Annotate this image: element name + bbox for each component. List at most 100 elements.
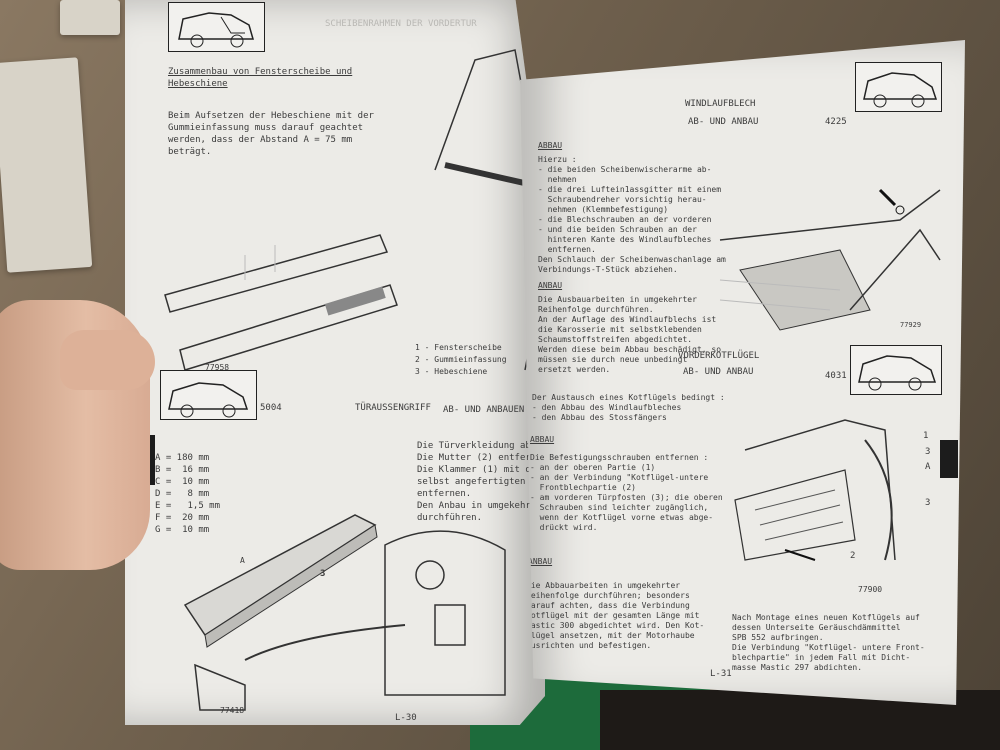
text-line: Mastic 300 abgedichtet wird. Den Kot- [526,621,705,630]
text-line: Den Schlauch der Scheibenwaschanlage am [538,255,726,264]
step-line: selbst angefertigten Werkzeuges [417,477,545,487]
thumb [60,330,155,390]
text-line: Die Abbauarbeiten in umgekehrter [526,581,681,590]
text-line: - den Abbau des Windlaufbleches [532,403,682,412]
section-code: 4225 [825,117,847,127]
figure-label: 3 [320,569,326,579]
section-subtitle: AB- UND ANBAU [688,117,759,127]
text-line: - an der oberen Partie (1) [530,463,656,472]
text-line: Hierzu : [538,155,577,164]
text-line: entfernen. [538,245,596,254]
text-line: ausrichten und befestigen. [526,641,652,650]
subheading: ANBAU [538,281,563,290]
text-line: blechpartie" in jedem Fall mit Dicht- [732,653,911,662]
intro-line: Beim Aufsetzen der Hebeschiene mit der [168,111,374,121]
figure-number: 77418 [220,706,245,715]
intro-line: beträgt. [168,147,212,157]
figure-label: 3 [925,447,931,457]
figure-number: 77929 [900,321,922,329]
text-line: drückt wird. [530,523,598,532]
page-number: L-31 [710,669,732,679]
dimension-line: E = 1,5 mm [155,501,221,511]
section-heading: Hebeschiene [168,79,228,89]
dimension-line: G = 10 mm [155,525,210,535]
text-line: Schraubendreher vorsichtig herau- [538,195,707,204]
section-code: 4031 [825,371,847,381]
text-line: wenn der Kotflügel vorne etwas abge- [530,513,714,522]
text-line: Verbindungs-T-Stück abziehen. [538,265,678,274]
text-line: - an der Verbindung "Kotflügel-untere [530,473,709,482]
text-line: Reihenfolge durchführen; besonders [526,591,690,600]
section-heading: Zusammenbau von Fensterscheibe und [168,67,353,77]
step-line: durchführen. [417,513,483,523]
page-tab-marker [940,440,958,478]
right-page: WINDLAUFBLECH AB- UND ANBAU 4225 ABBAU H… [520,40,965,705]
text-line: nehmen (Klemmbefestigung) [538,205,669,214]
dimension-line: A = 180 mm [155,453,210,463]
text-line: darauf achten, dass die Verbindung [526,601,690,610]
text-line: dessen Unterseite Geräuschdämmittel [732,623,901,632]
text-line: Frontblechpartie (2) [530,483,636,492]
text-line: Kotflügel mit der gesamten Länge mit [526,611,700,620]
intro-line: Gummieinfassung muss darauf geachtet [168,123,364,133]
text-line: Die Ausbauarbeiten in umgekehrter [538,295,697,304]
figure-label: 1 [923,431,929,441]
dimension-line: D = 8 mm [155,489,210,499]
text-line: Der Austausch eines Kotflügels bedingt : [532,393,725,402]
legend-item: 1 - Fensterscheibe [415,343,502,352]
text-line: flügel ansetzen, mit der Motorhaube [526,631,695,640]
step-line: entfernen. [417,489,472,499]
section-subtitle: AB- UND ANBAUEN [443,405,525,415]
text-line: masse Mastic 297 abdichten. [732,663,863,672]
section-subtitle: AB- UND ANBAU [683,367,754,377]
dimension-line: C = 10 mm [155,477,210,487]
section-title: WINDLAUFBLECH [685,99,756,109]
left-page: SCHEIBENRAHMEN DER VORDERTUR Zusammenbau… [125,0,545,725]
section-code: 5004 [260,403,282,413]
dimension-line: F = 20 mm [155,513,210,523]
subheading: ANBAU [528,557,553,566]
text-line: nehmen [538,175,577,184]
text-line: SPB 552 aufbringen. [732,633,824,642]
section-title: VORDERKOTFLÜGEL [678,351,760,361]
car-icon [850,345,942,395]
text-line: hinteren Kante des Windlaufbleches [538,235,712,244]
text-line: Schaumstoffstreifen abgedichtet. [538,335,693,344]
car-icon [160,370,257,420]
figure-label: A [925,462,931,472]
fender-illustration [734,419,896,561]
intro-line: werden, dass der Abstand A = 75 mm [168,135,353,145]
text-line: Die Befestigungsschrauben entfernen : [530,453,709,462]
paper-scrap [60,0,120,35]
step-line: Den Anbau in umgekehrter Reihenfolge [417,501,545,511]
step-line: Die Klammer (1) mit der Laschen [417,465,542,475]
car-icon [168,2,265,52]
dimension-line: B = 16 mm [155,465,210,475]
text-line: - die beiden Scheibenwischerarme ab- [538,165,712,174]
text-line: Werden diese beim Abbau beschädigt, so [538,345,722,354]
text-line: Schrauben sind leichter zugänglich, [530,503,709,512]
car-icon [855,62,942,112]
text-line: - am vorderen Türpfosten (3); die oberen [530,493,723,502]
figure-number: 77900 [858,585,883,594]
page-number: L-30 [395,713,417,723]
text-line: die Karosserie mit selbstklebenden [538,325,702,334]
section-title: TÜRAUSSENGRIFF [355,403,431,413]
step-line: Die Mutter (2) entfernen. [417,453,545,463]
text-line: An der Auflage des Windlaufblechs ist [538,315,717,324]
windscreen-illustration [719,188,941,331]
legend-item: 3 - Hebeschiene [415,367,488,376]
figure-number: 77958 [205,363,230,372]
text-line: - und die beiden Schrauben an der [538,225,697,234]
step-line: Die Türverkleidung abbauen. [417,441,545,451]
figure-label: A [240,556,245,565]
text-line: müssen sie durch neue unbedingt [538,355,688,364]
text-line: Die Verbindung "Kotflügel- untere Front- [732,643,925,652]
legend-item: 2 - Gummieinfassung [415,355,507,364]
text-line: - den Abbau des Stossfängers [532,413,667,422]
paper-scrap [0,57,93,273]
subheading: ABBAU [538,141,563,150]
subheading: ABBAU [530,435,555,444]
text-line: Reihenfolge durchführen. [538,305,654,314]
text-line: - die drei Luftein1assgitter mit einem [538,185,722,194]
